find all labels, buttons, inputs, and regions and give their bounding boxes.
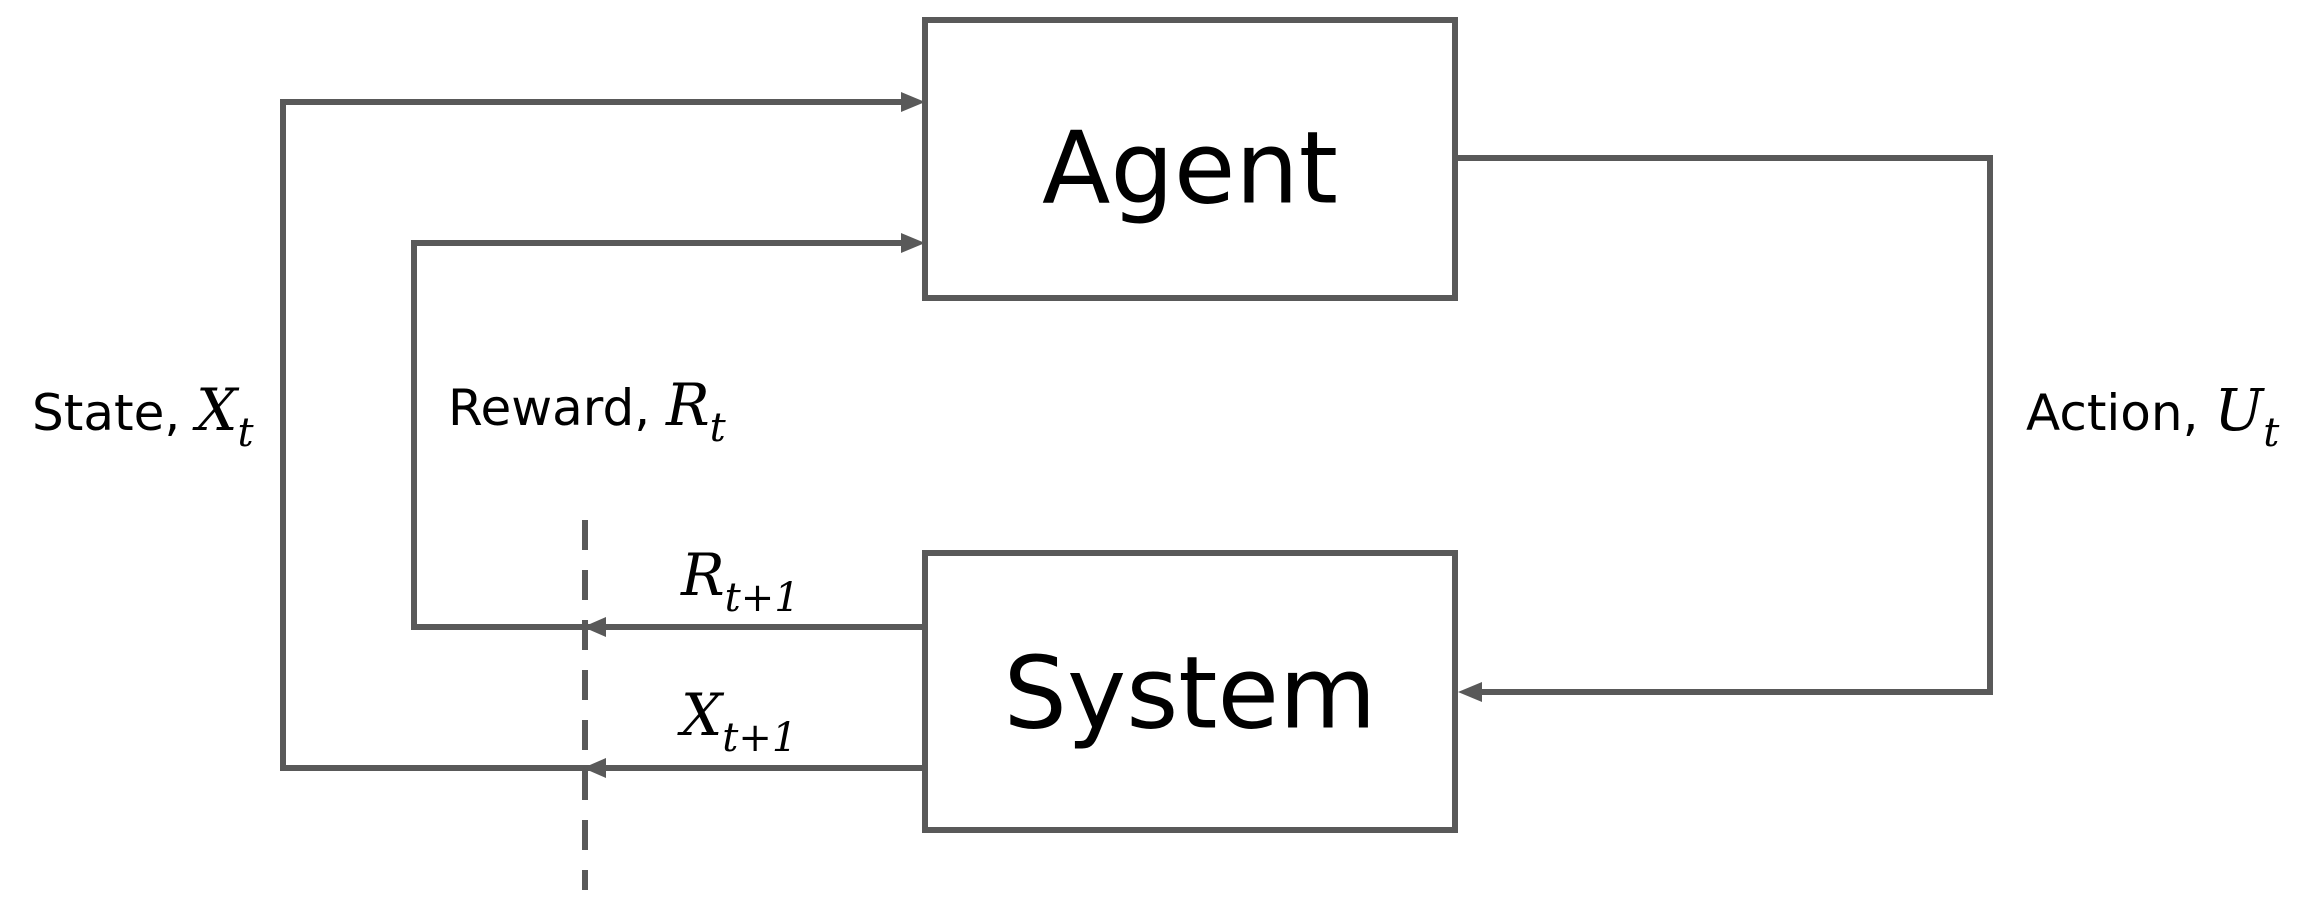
next-reward-symbol: R [680,541,725,609]
next-state-arrowhead [583,758,606,778]
system-box [922,550,1458,833]
action-arrowhead [1458,682,1482,702]
next-reward-subscript: t+1 [725,575,800,621]
next-reward-label: Rt+1 [680,541,800,621]
reward-arrowhead [901,233,925,253]
reward-label-subscript: t [710,405,727,451]
action-label-symbol: U [2214,376,2265,444]
reward-wire [411,240,922,630]
reward-edge [411,233,925,630]
system-label: System [1004,635,1377,752]
reward-label-symbol: R [665,371,710,439]
agent-box [922,17,1458,301]
action-label-subscript: t [2263,410,2280,456]
next-state-label: Xt+1 [677,681,797,761]
system-node: System [922,550,1458,833]
next-reward-arrowhead [583,617,606,637]
state-arrowhead [901,92,925,112]
state-label-symbol: X [192,376,240,444]
action-wire [1458,155,1993,695]
action-label: Action, Ut [2026,376,2280,456]
agent-node: Agent [922,17,1458,301]
next-state-symbol: X [677,681,725,749]
agent-label: Agent [1042,110,1338,227]
reward-label: Reward, Rt [448,371,727,451]
action-label-text: Action, [2026,384,2214,442]
reward-label-text: Reward, [448,379,666,437]
action-edge [1458,155,1993,702]
state-label: State, Xt [32,376,254,456]
state-label-subscript: t [237,410,254,456]
next-state-subscript: t+1 [722,715,797,761]
state-label-text: State, [32,384,196,442]
